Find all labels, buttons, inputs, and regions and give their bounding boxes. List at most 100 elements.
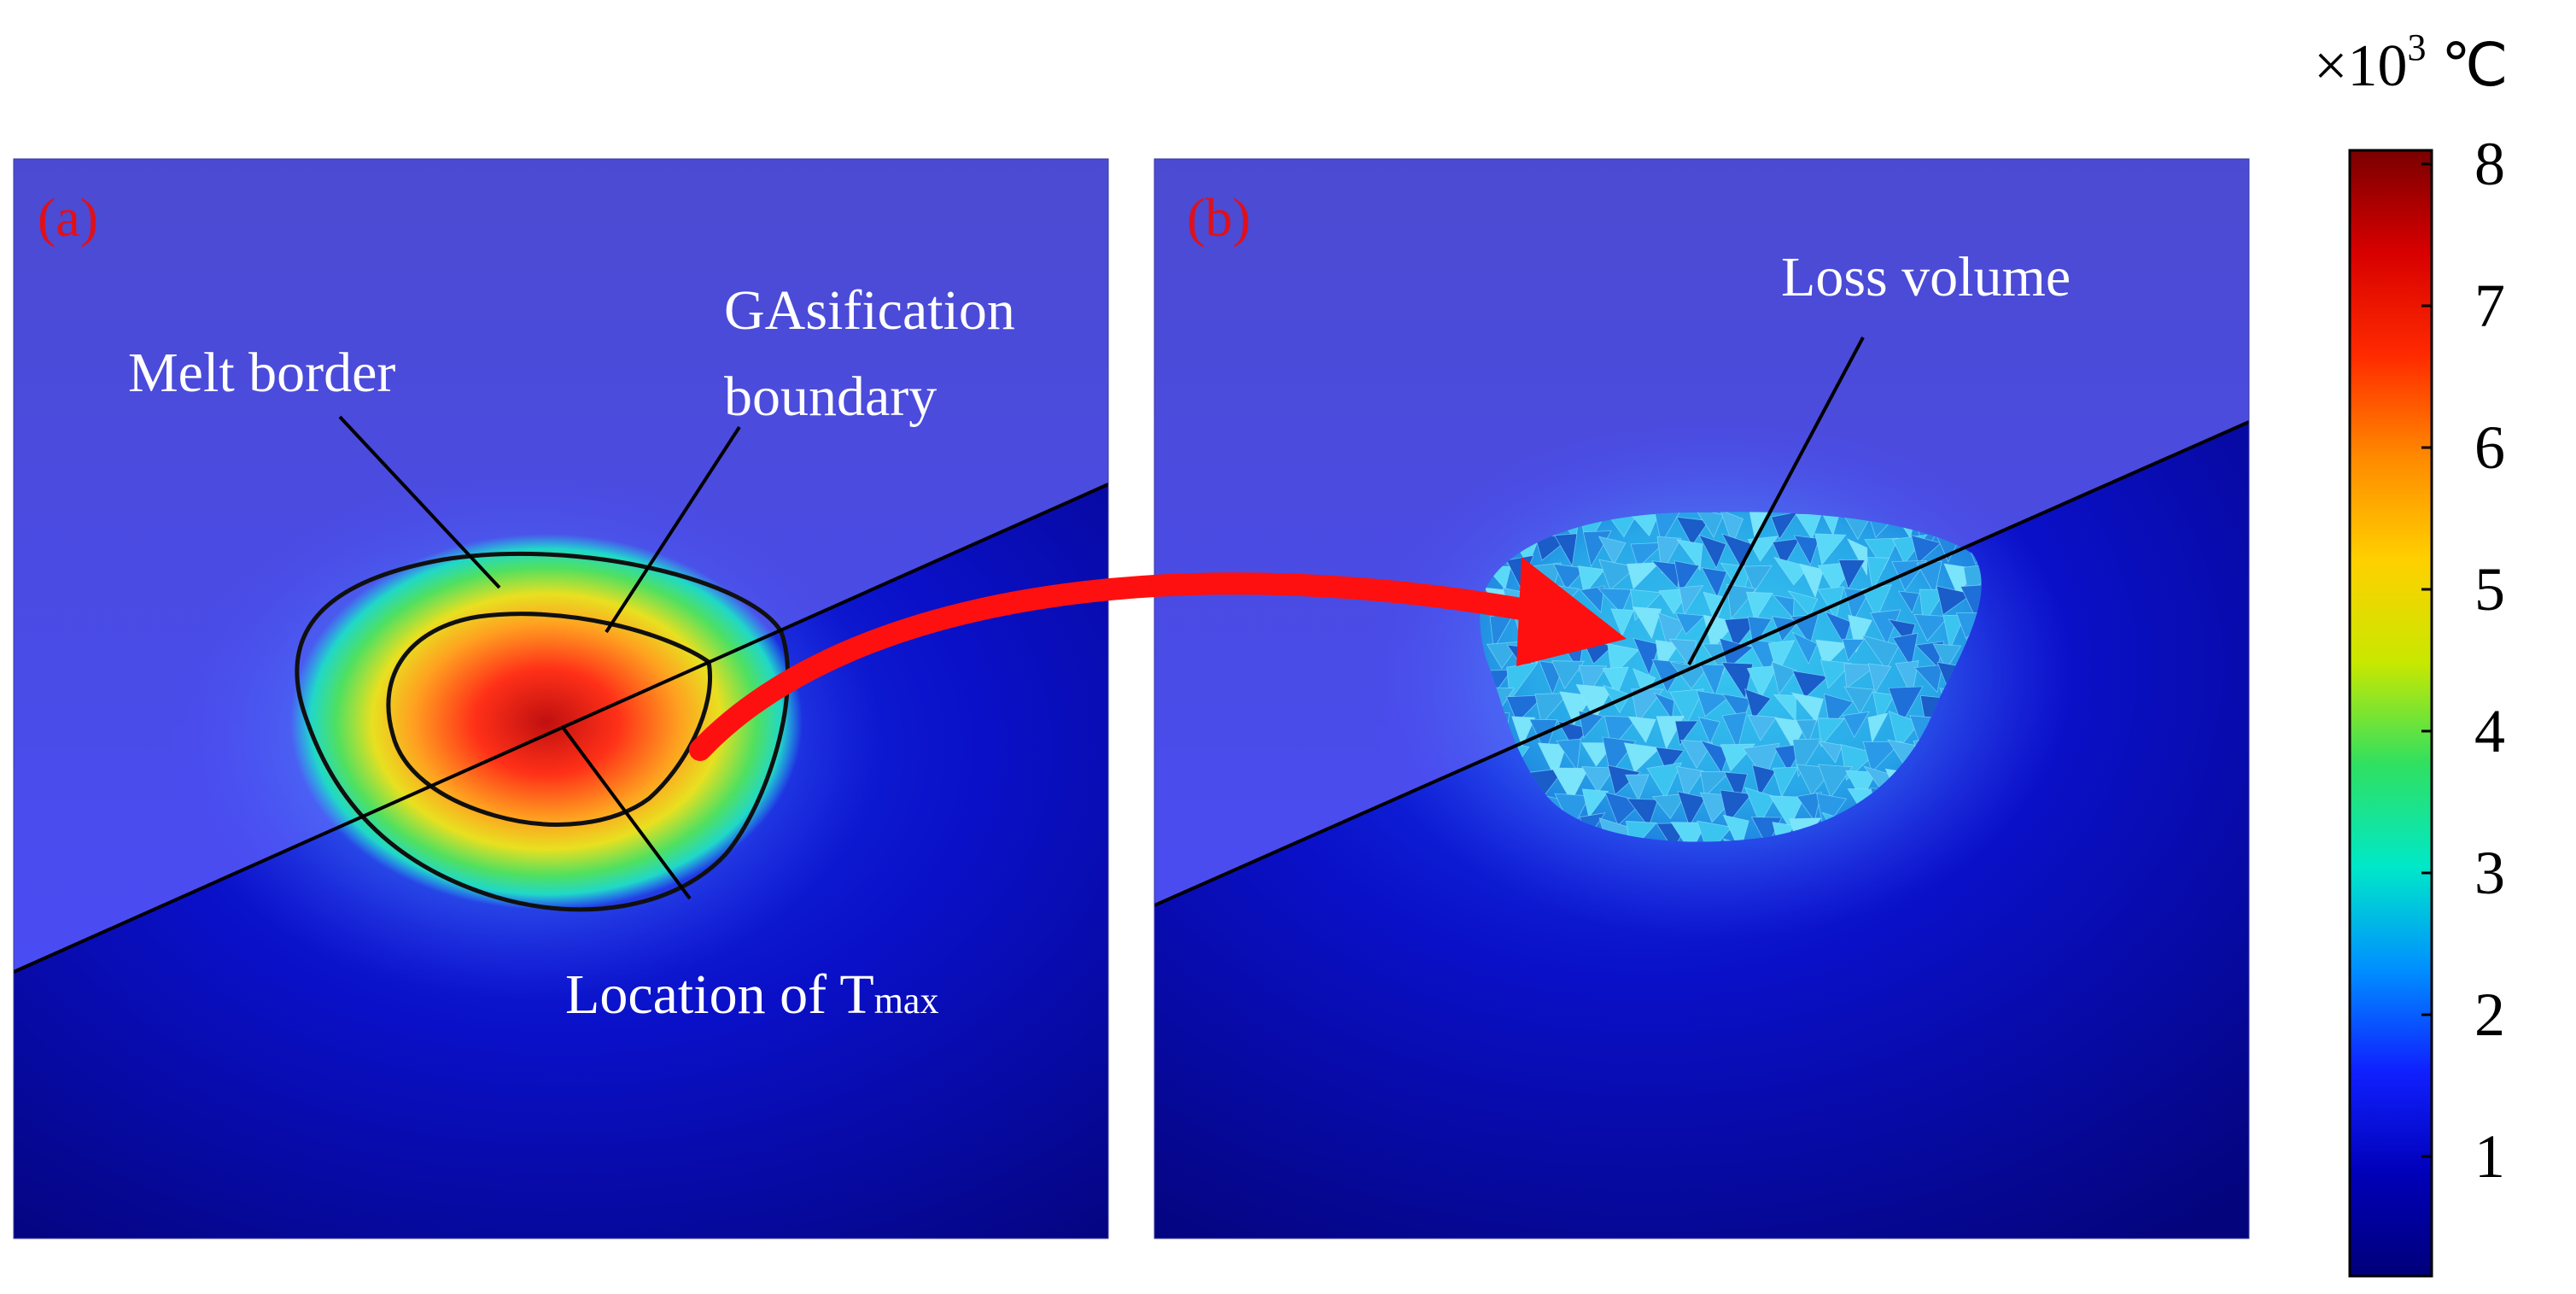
loss-volume-facet xyxy=(1720,789,1753,825)
loss-volume-facet xyxy=(1846,538,1868,576)
colorbar-tick-label: 1 xyxy=(2474,1122,2505,1191)
loss-volume-label: Loss volume xyxy=(1781,246,2071,308)
loss-volume-facet xyxy=(1698,534,1727,569)
loss-volume-facet xyxy=(1627,716,1656,744)
panel-a xyxy=(14,159,1108,1238)
colorbar-tick-label: 6 xyxy=(2474,413,2505,482)
loss-volume-facet xyxy=(1787,589,1819,618)
loss-volume-facet xyxy=(1653,692,1675,721)
gasification-label-line1: GAsification xyxy=(724,279,1015,342)
loss-volume-facet xyxy=(1913,664,1943,694)
loss-volume-facet xyxy=(1751,764,1777,798)
loss-volume-facet xyxy=(1888,686,1924,725)
loss-volume-facet xyxy=(1814,533,1847,565)
loss-volume-facet xyxy=(1747,714,1777,741)
loss-volume-facet xyxy=(1724,771,1749,804)
loss-volume-facet xyxy=(1674,720,1699,747)
panel-a-label: (a) xyxy=(38,187,98,248)
loss-volume-facet xyxy=(1772,594,1795,619)
gasification-leader xyxy=(605,425,741,634)
loss-volume-facet xyxy=(1626,562,1661,590)
melt-border-contour xyxy=(295,551,791,912)
loss-volume-facet xyxy=(1669,661,1709,690)
loss-volume-facet xyxy=(1598,559,1638,591)
loss-volume-facet xyxy=(1824,611,1852,646)
colorbar-bar xyxy=(2348,149,2433,1278)
colorbar-ticks: 8 7 6 5 4 3 2 1 xyxy=(2421,130,2505,1191)
loss-volume-facet xyxy=(1551,660,1586,690)
loss-volume-facet xyxy=(1670,822,1707,842)
loss-volume-facet xyxy=(1913,613,1949,642)
loss-volume-facet xyxy=(1655,747,1685,774)
transition-arrow xyxy=(689,557,1627,761)
loss-volume-facet xyxy=(1843,686,1875,715)
loss-volume-facet xyxy=(1646,762,1683,799)
loss-volume-facet xyxy=(1772,537,1801,568)
loss-volume-facet xyxy=(1602,666,1629,697)
gasification-label-line2: boundary xyxy=(724,366,937,428)
colorbar-tick-label: 8 xyxy=(2474,130,2505,198)
loss-volume-facet xyxy=(1697,820,1733,842)
loss-volume-facet xyxy=(1842,638,1866,662)
loss-volume-facet xyxy=(1607,764,1641,796)
tmax-label: Location of Tmax xyxy=(565,963,938,1026)
loss-volume-facet xyxy=(1773,694,1796,722)
loss-volume-facet xyxy=(1936,585,1973,616)
loss-volume-facet xyxy=(1942,614,1966,651)
loss-volume-facet xyxy=(1623,742,1662,773)
loss-volume-facet xyxy=(1892,632,1919,669)
loss-volume-facet xyxy=(1742,742,1780,781)
loss-volume-facet xyxy=(1674,560,1700,594)
loss-volume-facet xyxy=(1837,559,1866,590)
loss-volume-facet xyxy=(1772,766,1799,798)
loss-volume-facet xyxy=(1537,742,1567,780)
loss-volume-facet xyxy=(1651,793,1687,820)
loss-volume-facet xyxy=(1843,711,1870,739)
loss-volume-facet xyxy=(1845,770,1877,802)
loss-volume-facet xyxy=(1657,612,1687,651)
panel-a-frame xyxy=(13,158,1109,1239)
tmax-label-prefix: Location of T xyxy=(565,963,874,1026)
loss-volume-facet xyxy=(1580,766,1615,793)
panel-b-interface-line xyxy=(1154,420,2249,907)
loss-volume-facet xyxy=(1679,740,1714,770)
loss-volume-facet xyxy=(1864,537,1900,571)
loss-volume-facet xyxy=(1699,664,1726,697)
colorbar-tick-label: 3 xyxy=(2474,839,2505,907)
loss-volume-facet xyxy=(1743,565,1773,593)
loss-volume-leader xyxy=(1687,337,1865,665)
loss-volume-facet xyxy=(1795,513,1822,541)
loss-volume-facet xyxy=(1862,741,1902,773)
colorbar-unit-suffix: ℃ xyxy=(2426,33,2508,99)
loss-volume-facet xyxy=(1866,557,1890,592)
loss-volume-facet xyxy=(1910,535,1942,565)
loss-volume-facet xyxy=(1820,659,1853,689)
loss-volume-facet xyxy=(1580,585,1605,614)
loss-volume-facet xyxy=(1697,717,1720,745)
colorbar-tick-label: 7 xyxy=(2474,272,2505,340)
loss-volume-facet xyxy=(1861,635,1901,670)
loss-volume-facet xyxy=(1773,556,1810,586)
colorbar-unit-exponent: 3 xyxy=(2407,26,2426,68)
colorbar-tick-label: 4 xyxy=(2474,697,2505,765)
colorbar-tick-label: 2 xyxy=(2474,981,2505,1049)
loss-volume-facet xyxy=(1577,565,1605,596)
loss-volume-facet xyxy=(1552,563,1587,591)
panel-b-label: (b) xyxy=(1187,187,1251,248)
loss-volume-facet xyxy=(1720,512,1744,546)
melt-border-label: Melt border xyxy=(128,342,395,404)
loss-volume-facet xyxy=(1960,583,1982,622)
loss-volume-facet xyxy=(1867,712,1889,744)
colorbar-tick-label: 5 xyxy=(2474,555,2505,624)
loss-volume-facet xyxy=(1701,567,1728,598)
melt-border-leader xyxy=(338,415,501,589)
loss-volume-facet xyxy=(1700,770,1731,798)
loss-volume-facet xyxy=(1767,640,1796,676)
loss-volume-facets xyxy=(1481,512,1982,842)
colorbar-unit-prefix: ×10 xyxy=(2314,33,2407,99)
colorbar-unit: ×103 ℃ xyxy=(2314,26,2509,99)
loss-volume-facet xyxy=(1556,738,1581,772)
loss-volume-facet xyxy=(1721,711,1748,751)
